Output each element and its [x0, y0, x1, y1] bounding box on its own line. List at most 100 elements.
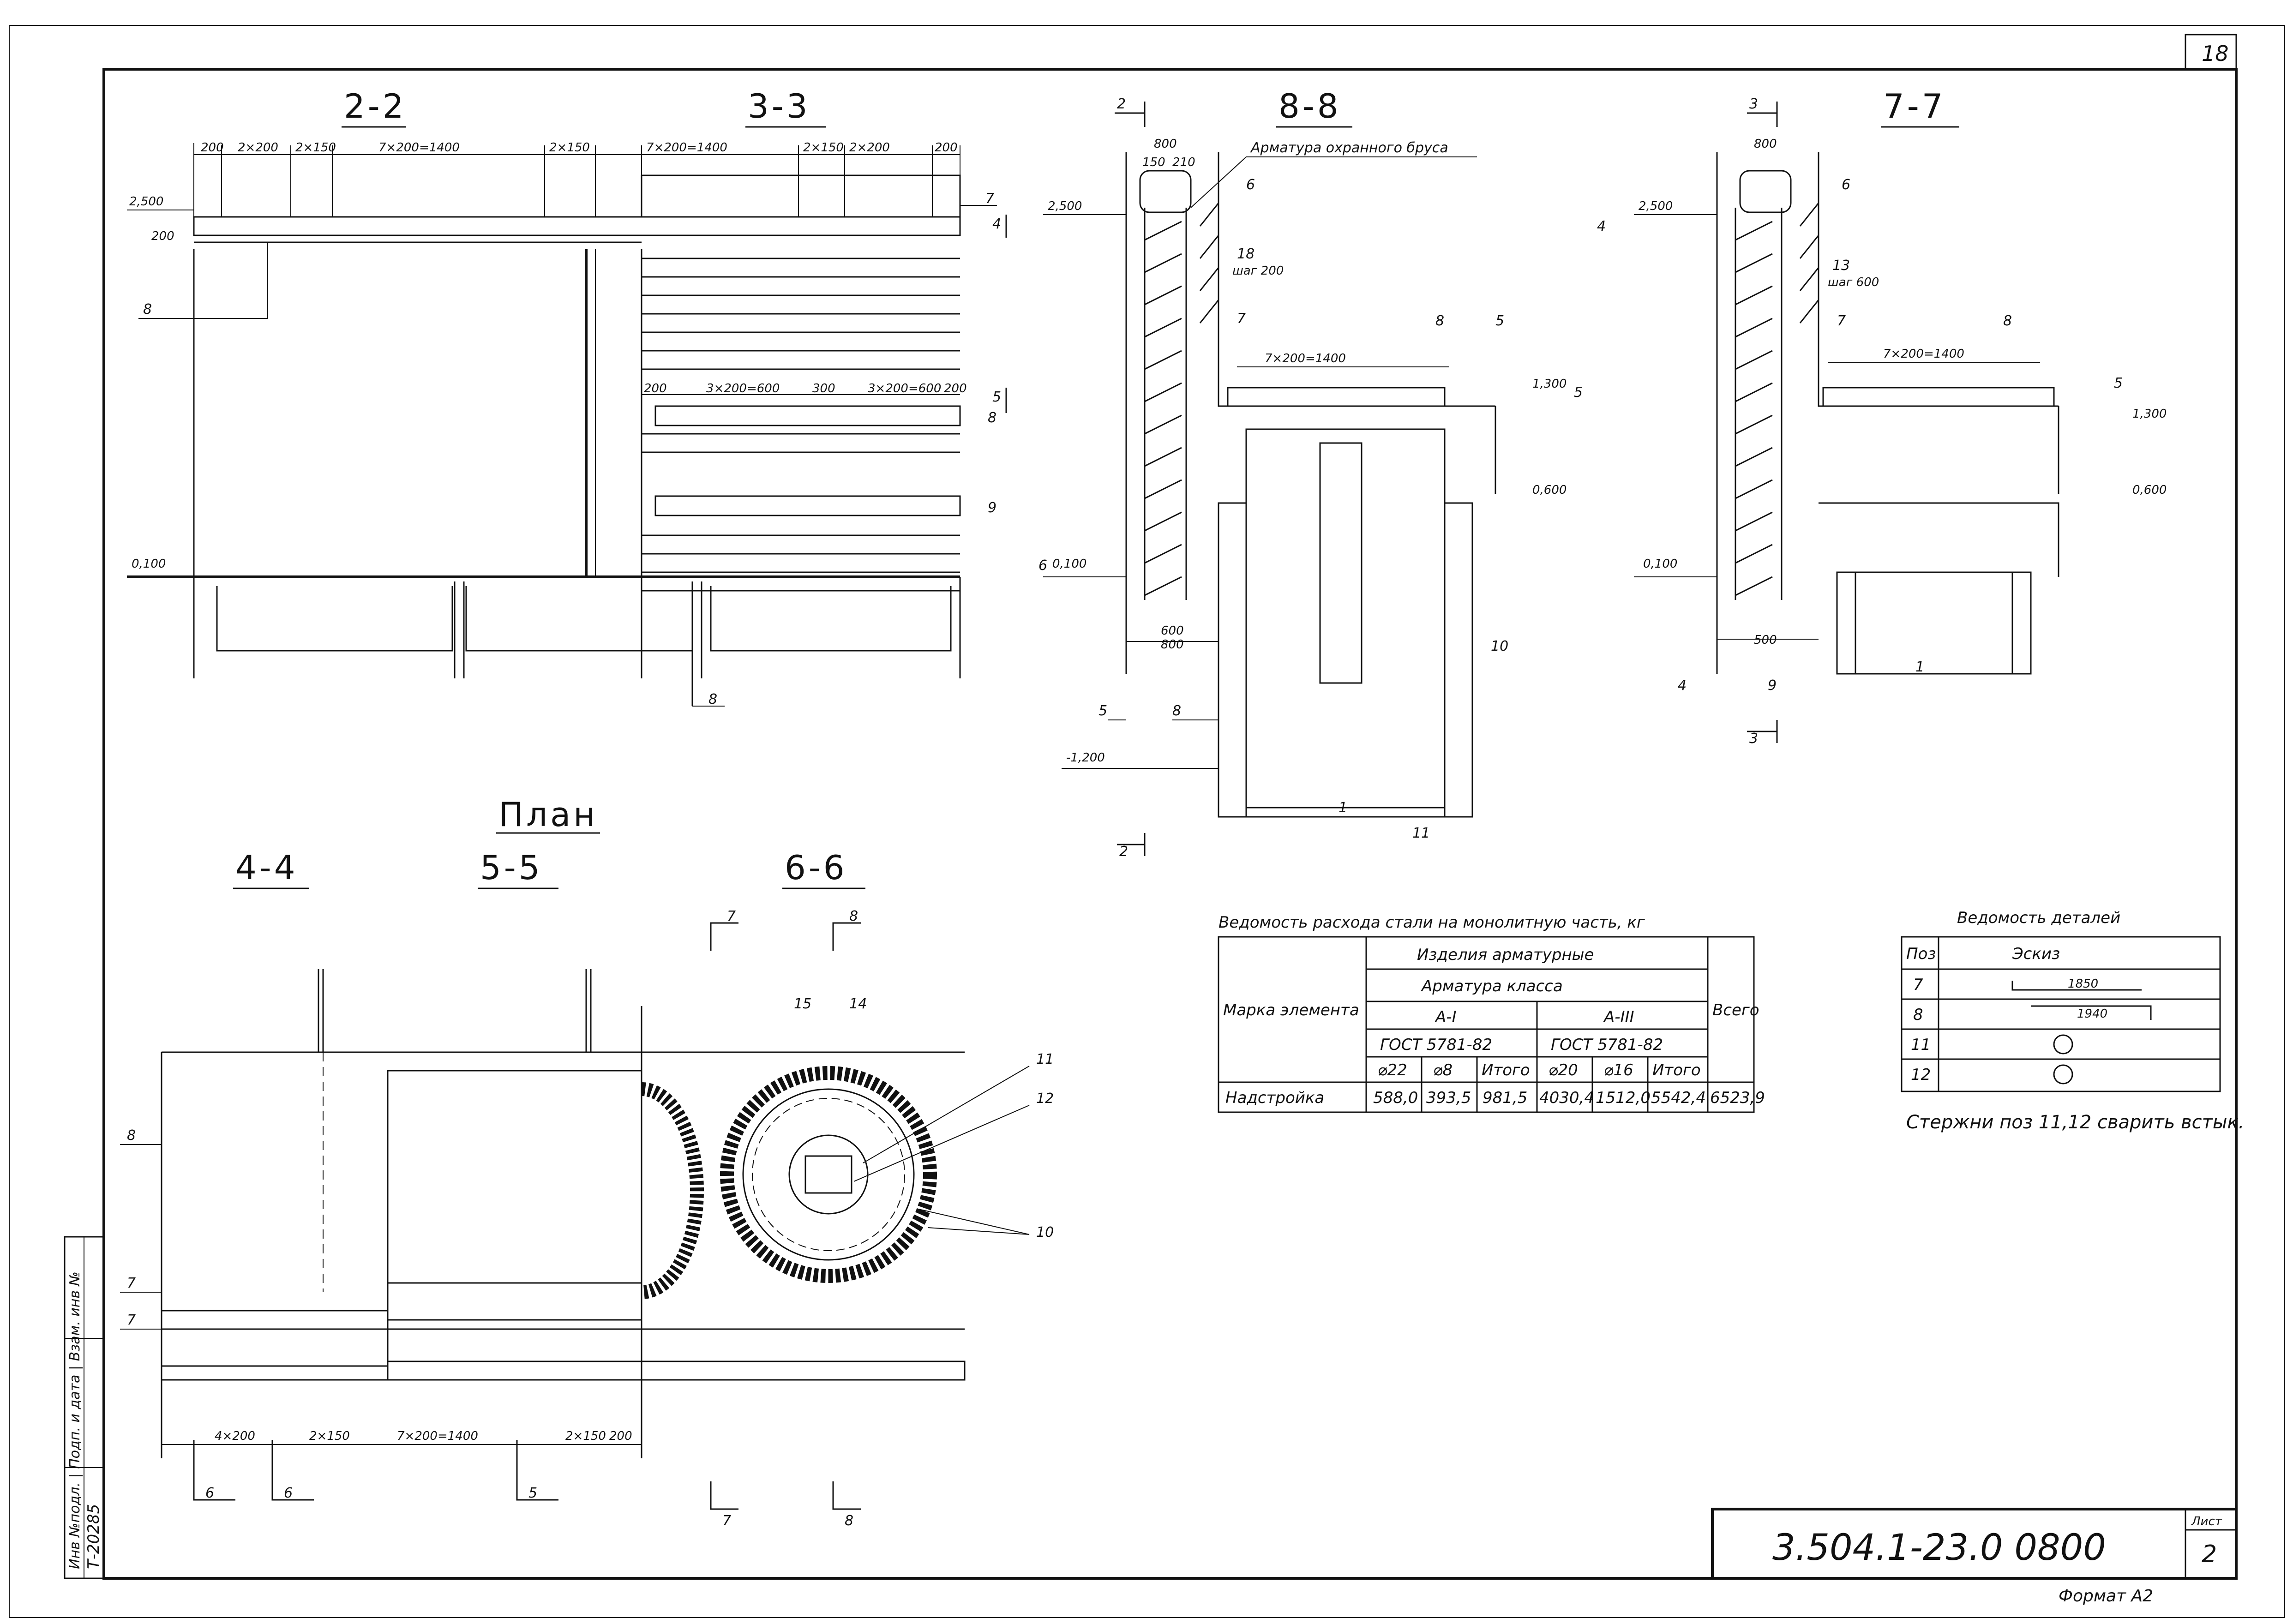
steel-sub-5: Итого [1652, 1061, 1701, 1079]
title-block: 3.504.1-23.0 0800 Лист 2 Формат А2 [1711, 1508, 2238, 1606]
d7x200-77: 7×200=1400 [1883, 347, 1964, 361]
outer-frame [9, 25, 2285, 1618]
plan-dim-1: 2×150 [309, 1429, 350, 1443]
title-7-7: 7-7 [1883, 87, 1946, 126]
d800-77: 800 [1754, 137, 1777, 151]
section-7-7: 7-7 3 800 6 13 шаг 600 2,500 4 7 7×200=1… [1597, 87, 2167, 747]
note-88: Арматура охранного бруса [1250, 140, 1448, 156]
slab-5-hatched [654, 405, 961, 426]
elev-2500-88: 2,500 [1048, 199, 1082, 213]
steel-col-mark: Марка элемента [1223, 1001, 1359, 1019]
cut4-77: 4 [1597, 218, 1606, 234]
dim-mid-3: 3×200=600 [868, 382, 941, 396]
top-slab-dotted [641, 174, 961, 218]
plan-hatched-strip [387, 1360, 966, 1381]
v200: 200 [151, 229, 174, 243]
step-88: шаг 200 [1232, 264, 1284, 278]
corner-sheet-box [2185, 34, 2237, 70]
cut5-88: 5 [1574, 384, 1583, 401]
details-pos-11: 11 [1911, 1036, 1931, 1054]
steel-row-mark: Надстройка [1225, 1089, 1324, 1107]
cut4-22: 4 [992, 216, 1001, 232]
pos4-77: 4 [1678, 677, 1687, 694]
pos8b-88: 8 [1172, 703, 1181, 719]
title-5-5: 5-5 [480, 848, 543, 887]
elev-0100-22: 0,100 [132, 557, 166, 571]
dim-22-0: 200 [201, 141, 224, 155]
dim-22-2: 2×150 [295, 141, 336, 155]
format-label: Формат А2 [2059, 1587, 2153, 1606]
column-right-hatched [1444, 502, 1473, 818]
dim-mid-0: 200 [644, 382, 667, 396]
steel-sub-1: ⌀8 [1433, 1061, 1453, 1079]
pos1-77: 1 [1915, 659, 1924, 675]
dim-22-1: 2×200 [238, 141, 278, 155]
cut3-77: 3 [1749, 96, 1758, 112]
pos8-22: 8 [143, 301, 152, 318]
steel-row-v4: 1512,0 [1596, 1089, 1651, 1107]
steel-table-title: Ведомость расхода стали на монолитную ча… [1219, 913, 1645, 932]
pos1-88: 1 [1339, 800, 1347, 816]
weld-note: Стержни поз 11,12 сварить встык. [1906, 1112, 2244, 1133]
steel-col-class: Арматура класса [1421, 977, 1563, 995]
dim-mid-4: 200 [944, 382, 967, 396]
circle-6-6 [720, 1066, 937, 1283]
pos6a-plan: 6 [205, 1485, 214, 1501]
plan-dim-0: 4×200 [215, 1429, 255, 1443]
cut7-plan: 7 [727, 908, 736, 924]
title-6-6: 6-6 [785, 848, 847, 887]
elev-0600-88: 0,600 [1532, 483, 1567, 497]
details-title: Ведомость деталей [1957, 909, 2120, 927]
details-table: Ведомость деталей Поз Эскиз 7 8 11 12 18… [1901, 909, 2221, 1092]
details-sketch-8: 1940 [2077, 1007, 2107, 1021]
dim-33-3: 200 [935, 141, 958, 155]
plan-mesh [387, 1070, 642, 1284]
section-2-2-3-3: 2-2 3-3 200 2×200 2×150 7×200=1400 2×150… [127, 87, 1007, 707]
details-sketch-12 [2053, 1064, 2073, 1085]
cut7b-plan: 7 [722, 1513, 731, 1529]
title-4-4: 4-4 [235, 848, 298, 887]
footings-22 [216, 581, 952, 706]
elev-0600-77: 0,600 [2132, 483, 2167, 497]
elev-0100-77: 0,100 [1643, 557, 1677, 571]
slab-6-hatched [654, 495, 961, 516]
pos6-88: 6 [1246, 177, 1255, 193]
step-77: шаг 600 [1828, 276, 1879, 289]
title-2-2: 2-2 [344, 87, 407, 126]
d600-88: 600 [1161, 624, 1184, 638]
dim-33-0: 7×200=1400 [646, 141, 727, 155]
pos8-88: 8 [1435, 313, 1444, 329]
d210-88: 210 [1172, 156, 1195, 169]
elev-1300-88: 1,300 [1532, 377, 1567, 391]
pos18-88: 18 [1237, 246, 1255, 262]
steel-sub-4: ⌀16 [1604, 1061, 1633, 1079]
top-slab-hatched [193, 216, 961, 236]
wall-bars-88 [1144, 203, 1219, 600]
inventory-number: Т-20285 [84, 1504, 103, 1569]
steel-cls-a1: А-I [1435, 1008, 1457, 1026]
details-sketch-7: 1850 [2068, 977, 2098, 991]
d7x200-88: 7×200=1400 [1265, 352, 1346, 366]
pos6b-plan: 6 [284, 1485, 293, 1501]
cut5-33: 5 [992, 389, 1001, 405]
dim-22-3: 7×200=1400 [378, 141, 460, 155]
plan-dim-3: 2×150 [565, 1429, 606, 1443]
steel-gost1: ГОСТ 5781-82 [1380, 1036, 1492, 1054]
pos7-22: 7 [985, 191, 994, 207]
cut2-88: 2 [1117, 96, 1126, 112]
bars-33 [642, 258, 960, 592]
steel-row-v3: 4030,4 [1539, 1089, 1594, 1107]
cut8b-plan: 8 [845, 1513, 853, 1529]
slab-77-hatched [1822, 387, 2055, 407]
d500-77: 500 [1754, 633, 1777, 647]
dim-22-4: 2×150 [549, 141, 590, 155]
corner-sheet-number: 18 [2202, 41, 2229, 66]
pos5-plan: 5 [528, 1485, 537, 1501]
plan-mesh-small [161, 1310, 389, 1367]
plan-dim-4: 200 [609, 1429, 632, 1443]
pos5b-88: 5 [1098, 703, 1107, 719]
concrete-block-77 [1836, 571, 2032, 675]
pos7-88: 7 [1237, 311, 1246, 327]
pos8-plan: 8 [127, 1127, 136, 1144]
